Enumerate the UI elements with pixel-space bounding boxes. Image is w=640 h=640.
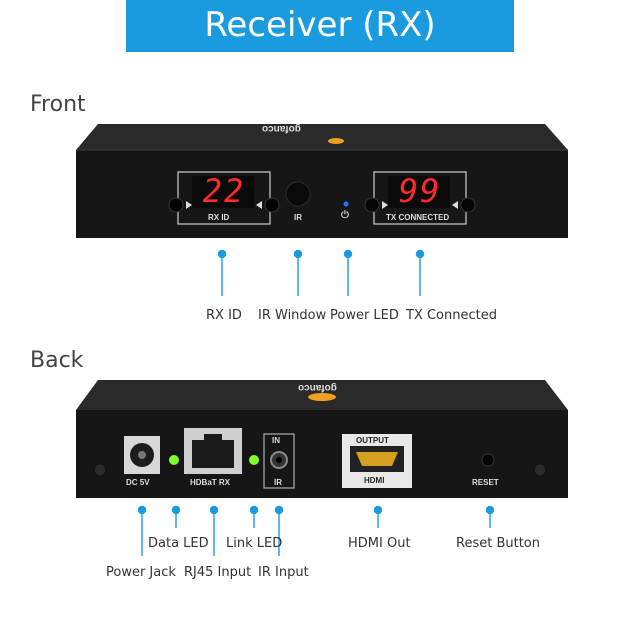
front-panel xyxy=(76,150,568,238)
callout-power-led: Power LED xyxy=(330,308,399,323)
front-device xyxy=(76,124,568,238)
tx-right-arrow-icon xyxy=(452,201,458,209)
link-led xyxy=(249,455,259,465)
data-led xyxy=(169,455,179,465)
ir-in-label: IN xyxy=(272,436,280,445)
rx-id-right-button[interactable] xyxy=(264,197,280,213)
back-section-title: Back xyxy=(30,348,84,373)
hdmi-output-label: OUTPUT xyxy=(356,436,389,445)
callout-rx-id: RX ID xyxy=(206,308,242,323)
back-brand-text: gofanco xyxy=(298,382,337,393)
rx-left-arrow-icon xyxy=(186,201,192,209)
callout-hdmi-out: HDMI Out xyxy=(348,536,411,551)
dc-5v-label: DC 5V xyxy=(126,478,150,487)
left-screw xyxy=(93,463,107,477)
power-led xyxy=(343,201,349,207)
hdbt-rx-label: HDBaT RX xyxy=(190,478,231,487)
rx-id-left-button[interactable] xyxy=(168,197,184,213)
callout-ir-window: IR Window xyxy=(258,308,327,323)
rj45-socket xyxy=(192,440,234,468)
tx-right-button[interactable] xyxy=(460,197,476,213)
tx-connected-label: TX CONNECTED xyxy=(386,213,450,222)
banner-title: Receiver (RX) xyxy=(204,5,436,45)
front-section-title: Front xyxy=(30,92,86,117)
rx-right-arrow-icon xyxy=(256,201,262,209)
ir-port-label: IR xyxy=(274,478,282,487)
tx-connected-digits: 99 xyxy=(398,172,442,210)
callout-data-led: Data LED xyxy=(148,536,209,551)
back-brand-logo xyxy=(308,393,336,401)
rx-id-display xyxy=(192,176,254,208)
back-device xyxy=(76,380,568,498)
right-screw xyxy=(533,463,547,477)
callout-tx-connected: TX Connected xyxy=(406,308,497,323)
hdmi-label: HDMI xyxy=(364,476,385,485)
hdmi-socket xyxy=(356,452,398,466)
ir-input-frame xyxy=(263,433,295,489)
tx-left-button[interactable] xyxy=(364,197,380,213)
reset-button[interactable] xyxy=(481,453,495,467)
tx-left-arrow-icon xyxy=(382,201,388,209)
front-brand-text: gofanco xyxy=(262,123,301,134)
callout-lines xyxy=(137,249,495,556)
reset-label: RESET xyxy=(472,478,499,487)
rx-id-label: RX ID xyxy=(208,213,230,222)
ir-window-label: IR xyxy=(294,213,302,222)
callout-power-jack: Power Jack xyxy=(106,565,176,580)
callout-rj45-input: RJ45 Input xyxy=(184,565,252,580)
tx-connected-display xyxy=(388,176,450,208)
callout-link-led: Link LED xyxy=(226,536,283,551)
power-icon: ⏻ xyxy=(341,210,349,221)
callout-reset-button: Reset Button xyxy=(456,536,540,551)
callout-ir-input: IR Input xyxy=(258,565,309,580)
front-top-surface xyxy=(76,124,568,150)
rx-id-digits: 22 xyxy=(202,172,246,210)
front-brand-logo xyxy=(328,138,344,144)
power-jack-pin xyxy=(138,451,146,459)
ir-window xyxy=(285,181,311,207)
page-banner: Receiver (RX) xyxy=(126,0,514,52)
